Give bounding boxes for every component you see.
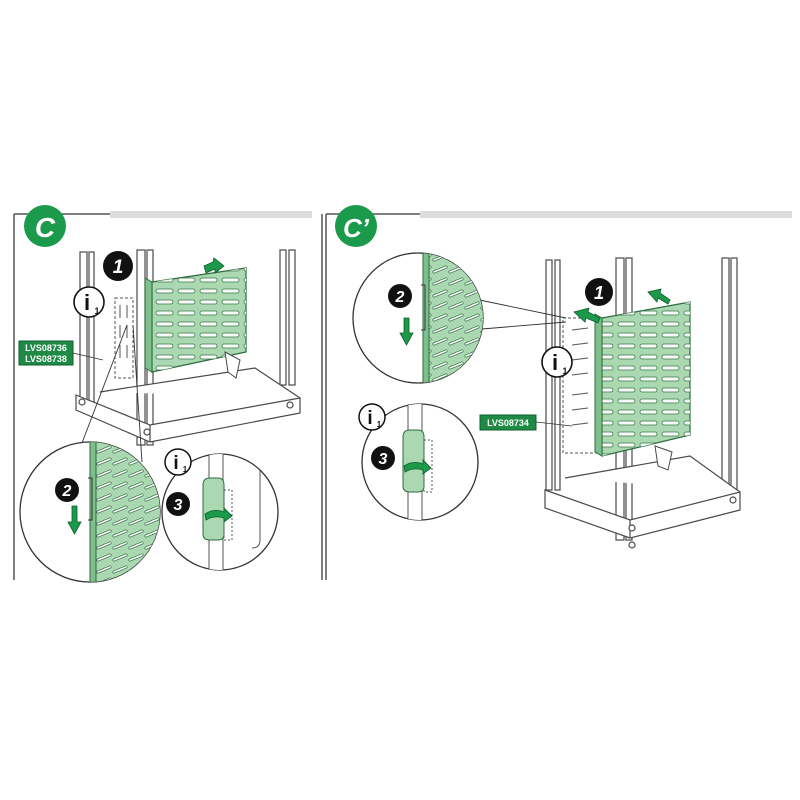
step-label: 1 — [113, 257, 124, 278]
arrow-icon — [647, 288, 671, 305]
info-icon: i 1 — [164, 448, 192, 476]
arrow-icon — [399, 317, 414, 346]
info-subscript: 1 — [94, 306, 99, 316]
info-subscript: 1 — [183, 465, 188, 474]
header-bar — [110, 211, 312, 218]
step-label: 3 — [174, 497, 183, 514]
arrow-icon — [67, 505, 82, 535]
arrow-icon — [573, 307, 601, 324]
arrow-icon — [403, 459, 432, 475]
section-label: C — [35, 212, 56, 243]
header-bar — [420, 211, 792, 218]
magnifier-circle-icon: 2 — [352, 252, 484, 384]
part-label: LVS08736 — [25, 343, 67, 353]
step-label: 2 — [62, 483, 72, 500]
perforated-panel — [144, 267, 247, 379]
step-label: 1 — [594, 283, 604, 303]
info-subscript: 1 — [377, 420, 382, 429]
info-letter: i — [84, 290, 90, 315]
part-label: LVS08734 — [487, 418, 529, 428]
info-letter: i — [552, 350, 558, 375]
info-icon: i 1 — [73, 286, 105, 318]
info-subscript: 1 — [562, 366, 567, 376]
part-label-tag: LVS08734 — [479, 414, 573, 431]
section-badge-icon — [24, 205, 66, 247]
step-label: 3 — [379, 451, 388, 468]
magnifier-circle-icon: 3 i 1 — [161, 448, 279, 571]
magnifier-circle-icon: 3 i 1 — [358, 403, 479, 521]
perforated-panel — [594, 301, 691, 471]
info-icon: i 1 — [358, 403, 386, 431]
part-label: LVS08738 — [25, 354, 67, 364]
magnifier-circle-icon: 2 — [19, 441, 161, 583]
info-letter: i — [173, 453, 178, 474]
step-badge-icon: 1 — [585, 278, 613, 306]
arrow-icon — [203, 257, 225, 274]
info-letter: i — [367, 408, 372, 429]
step-label: 2 — [395, 289, 405, 306]
panel-c: C — [13, 205, 323, 583]
info-icon: i 1 — [541, 346, 573, 378]
part-label-tag: LVS08736 LVS08738 — [18, 340, 104, 366]
section-badge-icon — [335, 205, 377, 247]
arrow-icon — [204, 507, 233, 523]
panel-c-prime: C’ — [325, 205, 792, 580]
step-badge-icon: 1 — [103, 251, 133, 281]
section-label: C’ — [343, 213, 370, 243]
